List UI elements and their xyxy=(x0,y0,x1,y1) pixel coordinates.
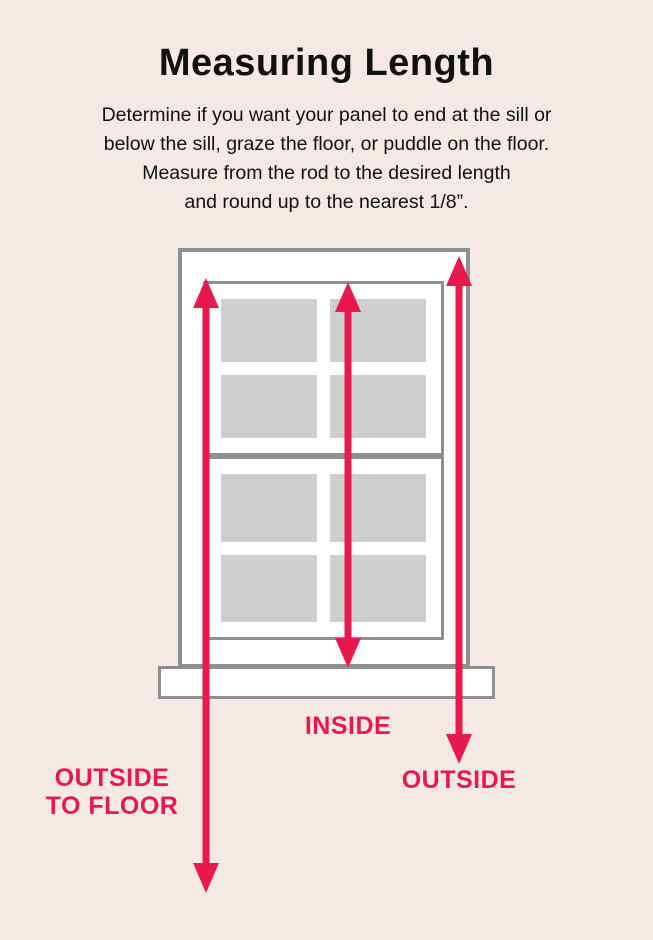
outside-label: OUTSIDE xyxy=(401,766,517,794)
inside-label: INSIDE xyxy=(304,712,392,740)
description: Determine if you want your panel to end … xyxy=(0,101,653,217)
window-sill xyxy=(158,666,495,699)
window-pane xyxy=(330,474,426,542)
description-line-4: and round up to the nearest 1/8”. xyxy=(184,191,469,213)
window-pane xyxy=(221,474,317,542)
description-line-2: below the sill, graze the floor, or pudd… xyxy=(103,133,550,155)
window-pane xyxy=(330,299,426,362)
window-lower-sash xyxy=(203,456,444,640)
outside-to-floor-line2: TO FLOOR xyxy=(45,792,179,820)
description-line-3: Measure from the rod to the desired leng… xyxy=(142,162,511,184)
window-pane xyxy=(221,375,317,438)
window-upper-sash xyxy=(203,281,444,456)
window-pane xyxy=(330,375,426,438)
window-pane xyxy=(221,554,317,622)
window-pane xyxy=(330,554,426,622)
outside-to-floor-line1: OUTSIDE xyxy=(54,764,170,792)
page-title: Measuring Length xyxy=(158,42,495,84)
window-pane xyxy=(221,299,317,362)
outside-to-floor-label: OUTSIDE TO FLOOR xyxy=(46,764,179,820)
description-line-1: Determine if you want your panel to end … xyxy=(101,104,552,126)
